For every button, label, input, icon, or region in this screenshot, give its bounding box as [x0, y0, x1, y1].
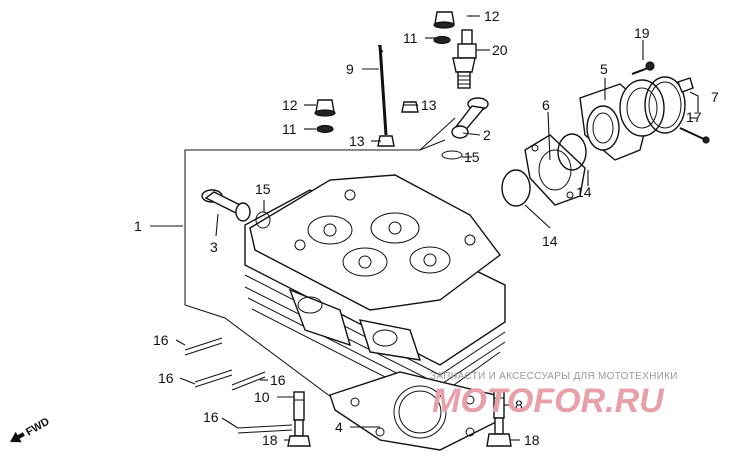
- label-10: 10: [254, 389, 270, 405]
- label-12-top: 12: [484, 8, 500, 24]
- label-15-left: 15: [255, 181, 271, 197]
- label-11-top: 11: [403, 30, 418, 46]
- label-7: 7: [711, 89, 719, 105]
- long-stud-9: [377, 44, 388, 136]
- cap-nut-13-mid: [401, 101, 419, 113]
- label-2: 2: [483, 127, 491, 143]
- label-13-mid: 13: [421, 97, 437, 113]
- washer-11-mid: [316, 124, 334, 134]
- stud-bolt-16a: [184, 337, 223, 356]
- label-16-a: 16: [153, 332, 169, 348]
- label-19: 19: [634, 25, 650, 41]
- label-5: 5: [600, 61, 608, 77]
- label-1: 1: [134, 218, 142, 234]
- label-18-left: 18: [262, 432, 278, 448]
- label-16-b: 16: [158, 370, 174, 386]
- label-13-low: 13: [349, 133, 365, 149]
- assembly-bracket-right: [419, 117, 456, 151]
- dowel-pin-10: [293, 391, 305, 421]
- label-11-mid: 11: [282, 121, 297, 137]
- watermark: ЗАПЧАСТИ И АКСЕССУАРЫ ДЛЯ МОТОТЕХНИКИ MO…: [430, 371, 678, 420]
- label-18-right: 18: [524, 432, 540, 448]
- watermark-tagline: ЗАПЧАСТИ И АКСЕССУАРЫ ДЛЯ МОТОТЕХНИКИ: [430, 371, 678, 382]
- cylinder-head: [244, 174, 506, 406]
- label-16-d: 16: [203, 409, 219, 425]
- cap-nut-12-top: [433, 11, 455, 29]
- label-3: 3: [210, 239, 218, 255]
- label-16-c: 16: [270, 372, 286, 388]
- label-12-mid: 12: [282, 97, 298, 113]
- label-9: 9: [346, 61, 354, 77]
- o-ring-14-upper: [557, 133, 587, 171]
- clamp-screw-17: [679, 127, 710, 144]
- o-ring-15-left: [255, 211, 271, 229]
- o-ring-14-lower: [501, 169, 531, 207]
- cap-nut-13-low: [377, 135, 395, 147]
- label-20: 20: [492, 42, 508, 58]
- flange-bolt-18-right: [486, 417, 512, 447]
- label-8: 8: [515, 397, 523, 413]
- label-15-right: 15: [464, 149, 480, 165]
- stud-bolt-16b: [194, 369, 233, 388]
- screw-19: [631, 61, 655, 75]
- stud-bolt-16c: [231, 371, 266, 391]
- label-14-lower: 14: [542, 233, 558, 249]
- o-ring-15-right: [441, 150, 463, 160]
- tappet-cap-3: [201, 189, 251, 222]
- label-4: 4: [335, 419, 343, 435]
- carburetor-insulator-5: [579, 79, 665, 161]
- label-17: 17: [686, 109, 702, 125]
- spark-plug-20: [452, 29, 477, 89]
- fwd-arrow-icon: [10, 431, 25, 443]
- head-gasket: [329, 371, 501, 451]
- label-6: 6: [542, 97, 550, 113]
- label-14-upper: 14: [576, 184, 592, 200]
- flange-bolt-18-left: [287, 419, 311, 447]
- watermark-logo: MOTOFOR.RU: [432, 382, 665, 420]
- washer-11-top: [433, 35, 451, 45]
- hose-clamp-7: [644, 76, 694, 134]
- cap-nut-12-mid: [314, 99, 336, 117]
- fwd-label: FWD: [24, 416, 52, 439]
- assembly-bracket: [184, 139, 446, 401]
- insulator-gasket-6: [524, 134, 586, 206]
- fwd-indicator: FWD: [10, 416, 52, 443]
- stud-bolt-16d: [237, 424, 293, 434]
